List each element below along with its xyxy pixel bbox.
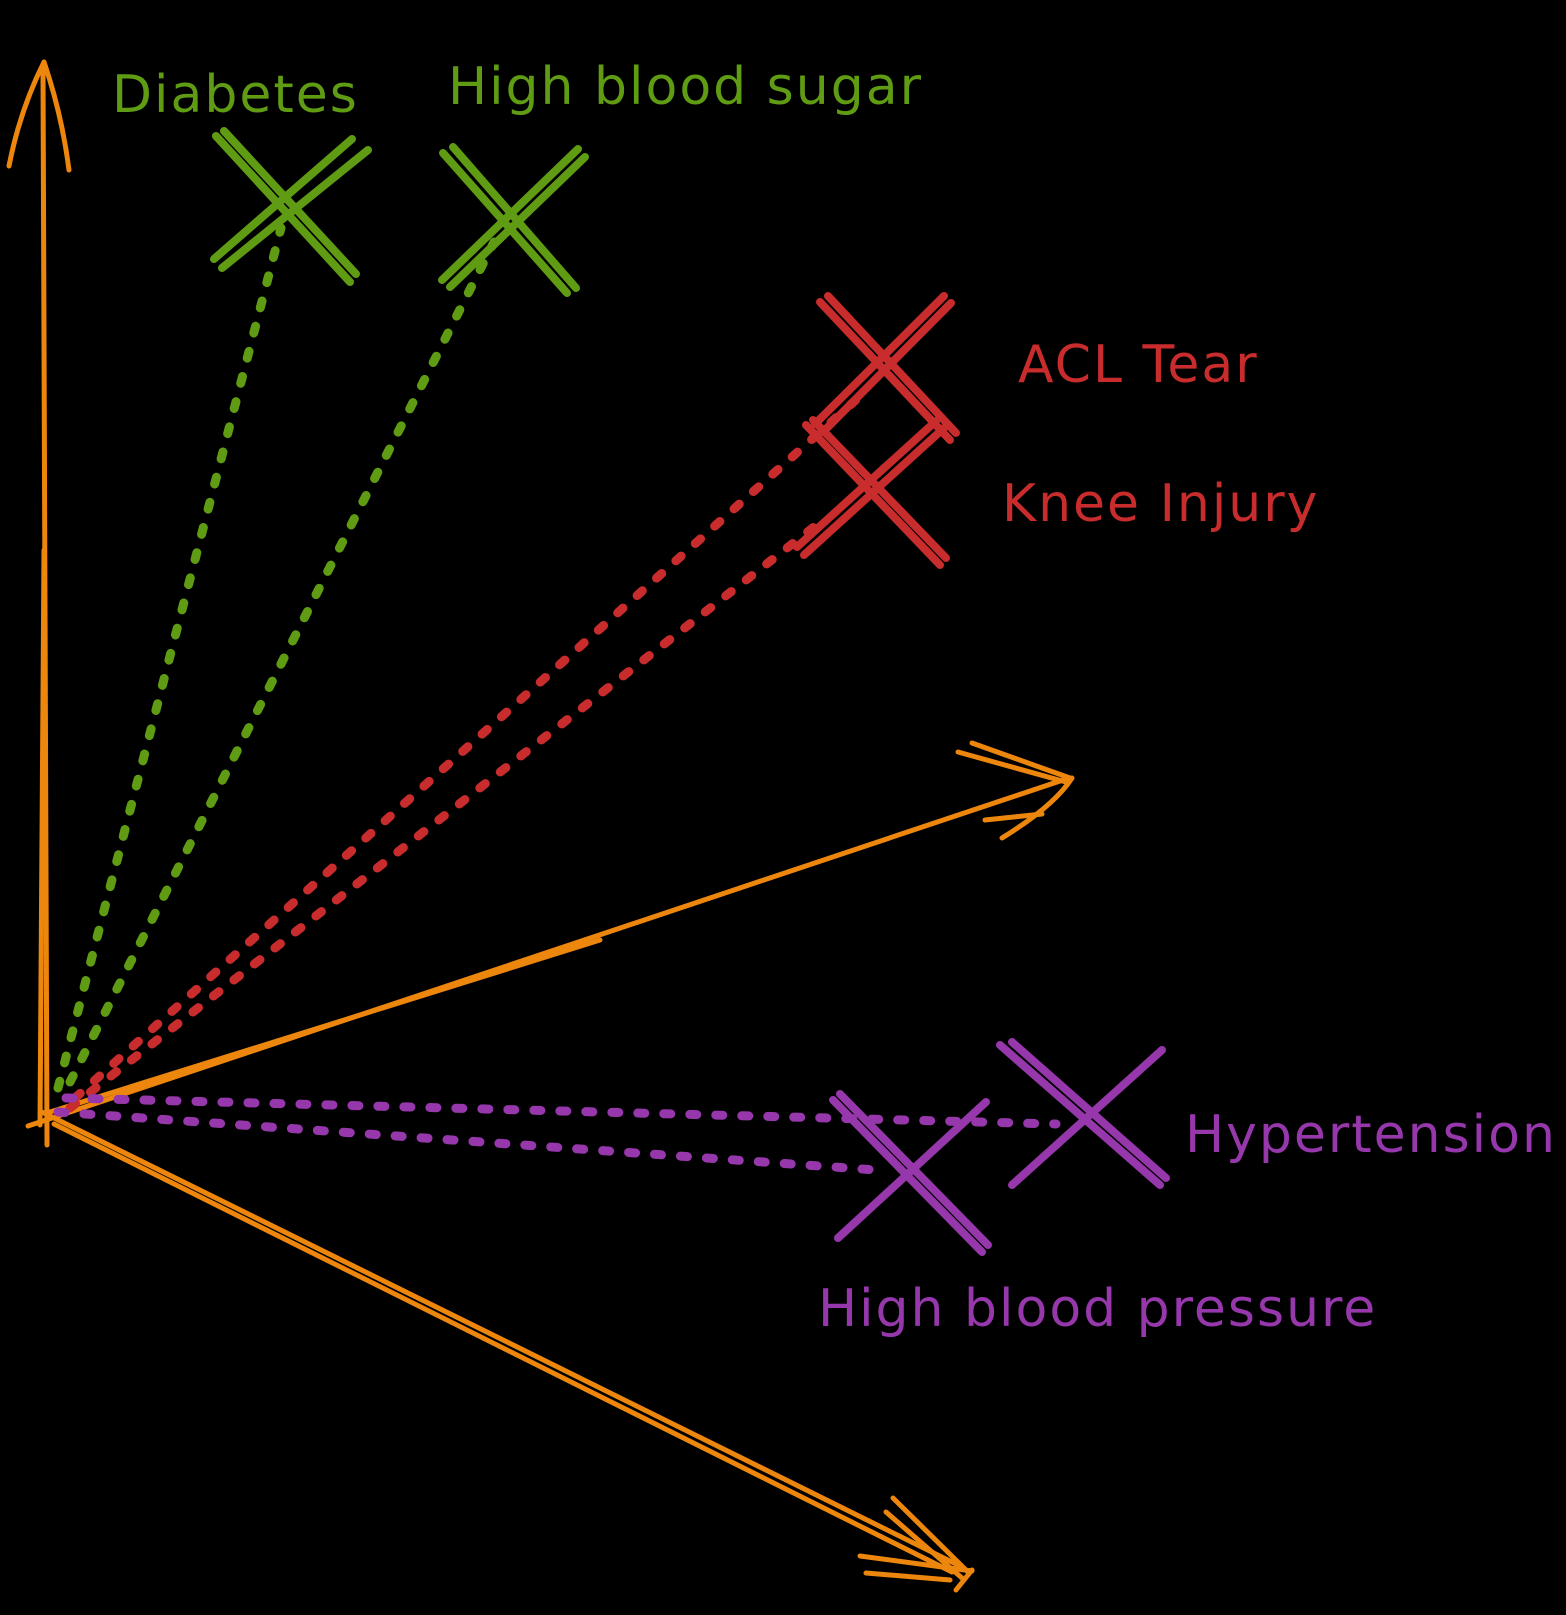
x-diag (218, 146, 372, 272)
axes-group (6, 59, 1075, 1593)
vertical-axis-line-2 (37, 547, 47, 1128)
x-diag (800, 424, 948, 559)
x-diag (220, 127, 360, 278)
high-blood-sugar-vector (65, 237, 499, 1087)
lower-right-arrowhead-side-barb-2 (863, 1570, 953, 1583)
knee-injury-label: Knee Injury (1002, 474, 1319, 534)
lower-right-axis (39, 1109, 975, 1593)
x-diag (210, 135, 356, 263)
diabetes-label: Diabetes (112, 65, 359, 125)
high-blood-sugar-x-marker (438, 143, 589, 297)
x-diag (438, 145, 582, 284)
x-diag (1008, 1046, 1166, 1189)
diabetes-vector (53, 223, 286, 1093)
upper-right-axis-line (25, 776, 1069, 1129)
hypertension-vector (61, 1093, 1061, 1129)
blood-sugar-cluster: Diabetes High blood sugar (53, 57, 923, 1093)
x-diag (793, 417, 940, 551)
x-diag (1008, 1038, 1170, 1182)
vertical-axis-arrowhead-left-barb (6, 59, 47, 169)
high-blood-pressure-label: High blood pressure (818, 1279, 1377, 1339)
vertical-axis (6, 59, 72, 1148)
lower-right-arrowhead-side-barb (857, 1553, 975, 1574)
lower-right-axis-line-2 (51, 1121, 955, 1575)
vertical-axis-arrowhead-right-barb (41, 59, 72, 173)
x-diag (834, 1098, 990, 1242)
x-diag (996, 1041, 1164, 1189)
upper-right-axis-line-2 (47, 937, 603, 1115)
upper-right-axis (25, 740, 1075, 1129)
lower-right-arrowhead-tip-hook (953, 1567, 975, 1593)
hypertension-label: Hypertension (1185, 1105, 1557, 1165)
x-diag (449, 143, 580, 292)
diabetes-x-marker (210, 127, 372, 286)
acl-tear-x-marker (811, 292, 960, 444)
high-blood-pressure-x-marker (829, 1090, 992, 1256)
x-diag (819, 299, 955, 436)
knee-injury-vector (65, 511, 833, 1113)
knee-cluster: ACL Tear Knee Injury (65, 292, 1319, 1113)
high-blood-sugar-label: High blood sugar (448, 57, 923, 117)
upper-right-arrowhead-lower-barb-2 (982, 811, 1045, 823)
hypertension-x-marker (996, 1038, 1170, 1189)
acl-tear-vector (70, 393, 863, 1103)
lower-right-axis-line (39, 1109, 963, 1569)
knee-injury-x-marker (793, 416, 950, 569)
upper-right-arrowhead-upper-barb (969, 740, 1073, 781)
acl-tear-label: ACL Tear (1018, 335, 1259, 395)
blood-pressure-cluster: Hypertension High blood pressure (53, 1038, 1557, 1339)
high-blood-pressure-vector (53, 1107, 881, 1175)
upper-right-arrowhead-upper-barb-2 (955, 749, 1069, 785)
x-diag (212, 132, 354, 286)
x-diag (446, 153, 589, 291)
x-diag (811, 292, 948, 428)
lower-right-arrowhead-upper-barb (890, 1495, 971, 1575)
upper-right-arrowhead-lower-barb (999, 775, 1075, 841)
